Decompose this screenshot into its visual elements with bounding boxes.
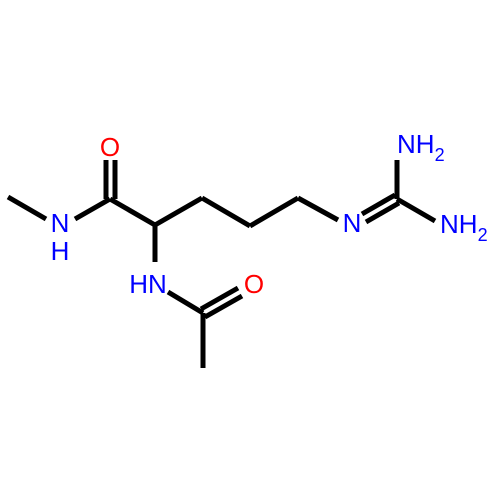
atom-amino-top-text: NH — [397, 129, 435, 159]
atom-amide-nitrogen: N — [51, 208, 70, 238]
bond-imine-double-1 — [360, 192, 397, 217]
bond-c3-imine-n — [296, 195, 340, 223]
atom-amide-oxygen: O — [100, 132, 120, 162]
bond-methyl-n — [6, 194, 48, 222]
atom-alpha-nitrogen: HN — [129, 269, 167, 299]
bond-c1-c2 — [200, 195, 252, 229]
bond-guan-nh2-bottom — [395, 196, 437, 224]
atom-amino-top-subscript: 2 — [435, 145, 445, 165]
bond-carbonyl-alpha — [108, 196, 157, 228]
atom-amino-bottom: NH2 — [440, 209, 488, 245]
bond-hn-acetyl — [166, 289, 205, 316]
bond-acetyl-o-2 — [203, 293, 244, 320]
bond-acetyl-o-1 — [199, 285, 240, 312]
atom-amino-bottom-text: NH — [440, 209, 478, 239]
bond-alpha-c1 — [153, 195, 204, 228]
bond-n-carbonyl — [73, 196, 112, 222]
bond-c2-c3 — [248, 195, 300, 229]
atom-amino-bottom-subscript: 2 — [478, 225, 488, 245]
atom-acetyl-oxygen: O — [244, 269, 264, 299]
atom-imine-nitrogen: N — [343, 208, 362, 238]
atom-amide-nitrogen-h: H — [51, 236, 70, 266]
atom-amino-top: NH2 — [397, 129, 445, 165]
bond-imine-double-2 — [364, 200, 401, 225]
